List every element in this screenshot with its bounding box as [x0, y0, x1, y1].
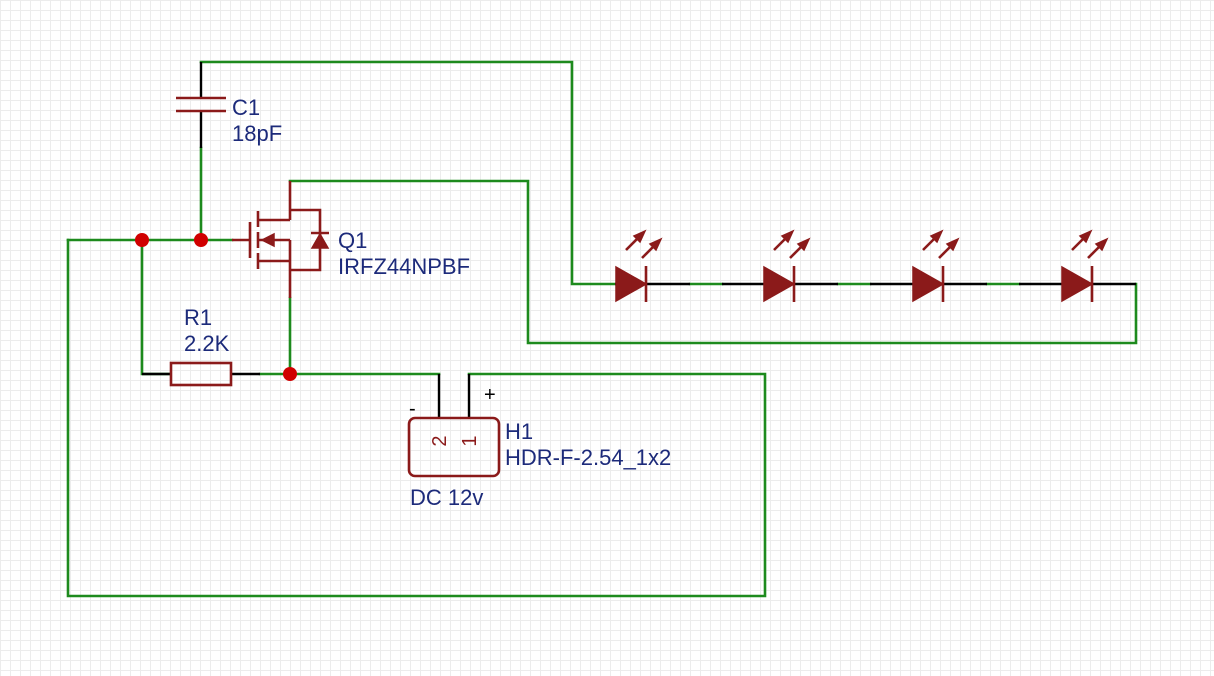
h1-supply-label: DC 12v [410, 485, 483, 510]
wire-left-loop[interactable] [66, 238, 767, 598]
resistor-r1[interactable] [142, 361, 260, 387]
wire-drain-return[interactable] [288, 179, 1138, 345]
h1-minus-label: - [409, 398, 416, 420]
h1-plus-label: + [484, 384, 496, 406]
c1-value: 18pF [232, 121, 282, 146]
junction-source-r1 [283, 367, 297, 381]
header-h1[interactable]: 2 1 [407, 374, 501, 478]
r1-ref: R1 [184, 305, 212, 330]
wires [66, 60, 1138, 598]
capacitor-c1[interactable] [176, 62, 226, 148]
c1-ref: C1 [232, 95, 260, 120]
mosfet-q1[interactable] [232, 181, 330, 298]
junction-gate-left [135, 233, 149, 247]
h1-ref: H1 [505, 419, 533, 444]
led-3[interactable] [870, 229, 987, 303]
h1-pin2-number: 2 [429, 435, 451, 446]
q1-value: IRFZ44NPBF [338, 254, 470, 279]
junction-gate-c1 [194, 233, 208, 247]
h1-value: HDR-F-2.54_1x2 [505, 445, 671, 470]
led-4[interactable] [1019, 229, 1136, 303]
led-1[interactable] [615, 229, 690, 303]
q1-ref: Q1 [338, 228, 367, 253]
led-2[interactable] [722, 229, 838, 303]
wire-c1-to-led-chain[interactable] [199, 60, 617, 286]
h1-pin1-number: 1 [459, 435, 481, 446]
r1-value: 2.2K [184, 331, 230, 356]
wire-r1-left[interactable] [140, 238, 172, 376]
